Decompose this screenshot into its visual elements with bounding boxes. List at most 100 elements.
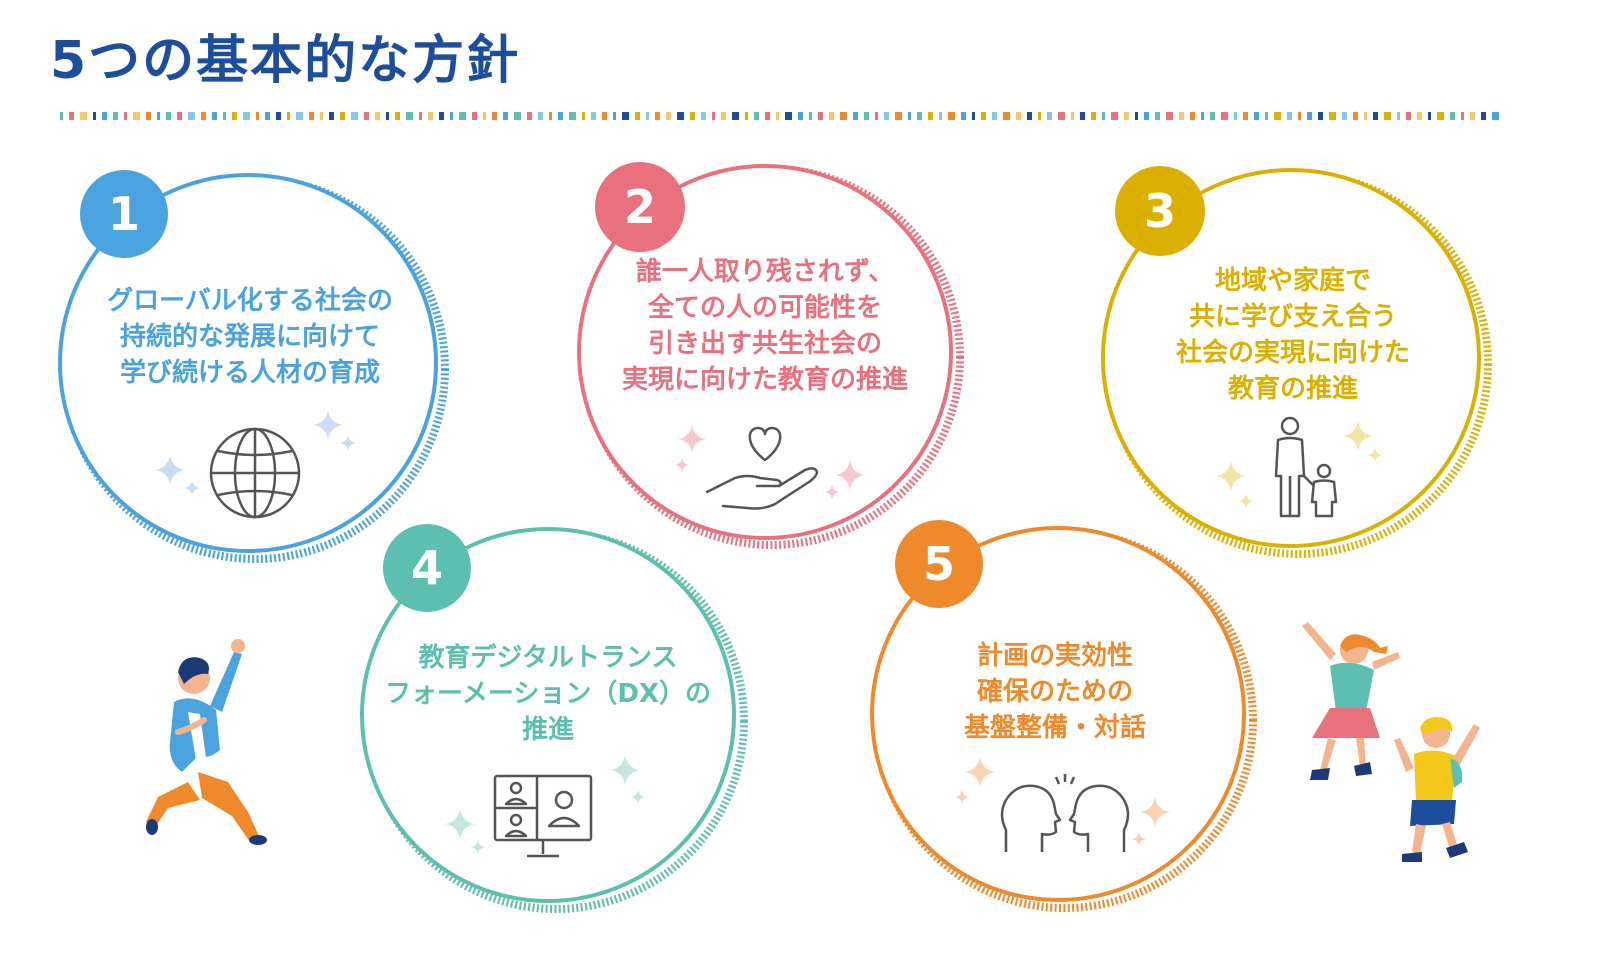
dash-segment	[1307, 112, 1312, 120]
dash-segment	[1243, 112, 1248, 120]
policy-1-ring	[58, 173, 449, 563]
dash-segment	[133, 112, 140, 120]
dash-segment	[1342, 112, 1347, 120]
dash-segment	[212, 112, 217, 120]
dash-segment	[1318, 112, 1323, 120]
dash-segment	[232, 112, 237, 120]
dash-segment	[646, 112, 649, 120]
dash-segment	[666, 112, 671, 120]
dash-segment	[1364, 112, 1367, 120]
sparkle-icon	[610, 755, 645, 804]
dash-segment	[928, 112, 933, 120]
dash-segment	[69, 112, 74, 120]
dash-segment	[375, 112, 380, 120]
dash-segment	[243, 112, 250, 120]
video-conference-icon	[493, 774, 593, 858]
dash-segment	[93, 112, 96, 120]
dash-segment	[798, 112, 803, 120]
dash-segment	[157, 112, 160, 120]
dash-segment	[961, 112, 966, 120]
policy-5-number-badge: 5	[895, 520, 983, 608]
dash-segment	[1397, 112, 1400, 120]
dash-segment	[1144, 112, 1149, 120]
dash-segment	[102, 112, 107, 120]
dash-segment	[483, 112, 486, 120]
dash-segment	[754, 112, 759, 120]
sparkle-icon	[675, 425, 706, 472]
dash-segment	[776, 112, 779, 120]
dash-segment	[503, 112, 508, 120]
girl-jumping-illustration	[1302, 622, 1400, 780]
globe-icon	[209, 427, 301, 519]
dash-segment	[113, 112, 118, 120]
policy-2-number-badge: 2	[595, 162, 685, 252]
policy-4: 4 教育デジタルトランス フォーメーション（DX）の 推進	[348, 522, 748, 922]
dialogue-heads-icon	[1000, 774, 1130, 852]
policy-4-ring	[360, 527, 748, 913]
dash-segment	[712, 112, 715, 120]
dash-segment	[1234, 112, 1237, 120]
policy-3-text: 地域や家庭で 共に学び支え合う 社会の実現に向けた 教育の推進	[1175, 266, 1410, 404]
dash-segment	[1492, 112, 1499, 120]
sparkle-icon	[825, 460, 865, 499]
dash-segment	[908, 112, 911, 120]
dash-segment	[329, 112, 334, 120]
dash-segment	[351, 112, 358, 120]
dash-segment	[1058, 112, 1065, 120]
man-cheering-illustration	[146, 639, 267, 845]
dash-segment	[256, 112, 259, 120]
dash-segment	[124, 112, 127, 120]
dash-segment	[538, 112, 543, 120]
dash-segment	[309, 112, 314, 120]
dash-segment	[981, 112, 986, 120]
dash-segment	[1254, 112, 1259, 120]
policy-1-text: グローバル化する社会の 持続的な発展に向けて 学び続ける人材の育成	[107, 286, 393, 388]
sparkle-icon	[1343, 421, 1382, 462]
dash-segment	[582, 112, 585, 120]
dash-segment	[1111, 112, 1118, 120]
dash-segment	[472, 112, 477, 120]
dash-segment	[884, 112, 889, 120]
dash-segment	[188, 112, 195, 120]
dash-segment	[677, 112, 684, 120]
dash-segment	[864, 112, 869, 120]
dash-segment	[569, 112, 576, 120]
dash-segment	[853, 112, 858, 120]
dash-segment	[1274, 112, 1281, 120]
dash-segment	[875, 112, 878, 120]
dash-segment	[146, 112, 151, 120]
dash-segment	[1265, 112, 1268, 120]
dash-segment	[428, 112, 433, 120]
dash-segment	[558, 112, 563, 120]
dash-segment	[492, 112, 497, 120]
dash-segment	[1373, 112, 1378, 120]
dash-segment	[809, 112, 812, 120]
dash-segment	[265, 112, 270, 120]
dash-segment	[549, 112, 552, 120]
dash-segment	[1155, 112, 1160, 120]
dash-segment	[972, 112, 975, 120]
dash-segment	[701, 112, 706, 120]
dash-segment	[655, 112, 660, 120]
dash-segment	[1190, 112, 1195, 120]
dash-segment	[1071, 112, 1074, 120]
sparkle-icon	[1216, 461, 1253, 508]
dash-segment	[450, 112, 453, 120]
dash-segment	[1428, 112, 1431, 120]
dash-segment	[1091, 112, 1096, 120]
dash-segment	[917, 112, 922, 120]
dash-segment	[1450, 112, 1455, 120]
dash-segment	[1437, 112, 1444, 120]
dash-segment	[765, 112, 770, 120]
dash-segment	[1038, 112, 1041, 120]
dash-segment	[1166, 112, 1173, 120]
boy-with-backpack-illustration	[1394, 717, 1480, 862]
sparkle-icon	[1132, 797, 1170, 846]
policy-3-number-badge: 3	[1115, 166, 1205, 256]
heart-in-hand-icon	[705, 426, 819, 510]
dash-segment	[1201, 112, 1204, 120]
dash-segment	[1470, 112, 1475, 120]
dash-segment	[201, 112, 206, 120]
dash-segment	[364, 112, 369, 120]
dash-segment	[1102, 112, 1105, 120]
